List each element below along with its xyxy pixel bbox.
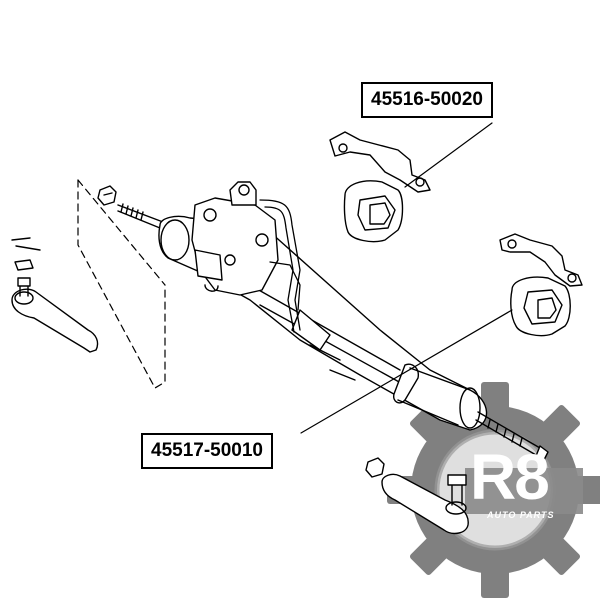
leader-line-upper <box>404 122 493 188</box>
upper-clamp-bracket <box>329 131 431 193</box>
logo-tagline: AUTO PARTS <box>487 510 555 520</box>
part-number-label-lower: 45517-50010 <box>141 433 273 469</box>
inner-nut-icon <box>97 185 117 206</box>
left-tie-rod-end <box>11 237 99 353</box>
right-tie-rod-end <box>381 473 469 535</box>
lower-clamp-bracket <box>499 233 583 287</box>
valve-body <box>191 181 279 296</box>
hydraulic-lines <box>259 199 301 333</box>
leader-line-lower <box>300 309 513 434</box>
threaded-rod <box>117 203 164 229</box>
upper-bushing <box>343 180 404 243</box>
lower-bushing <box>510 276 571 337</box>
bellows-boot <box>392 363 481 429</box>
logo-mark: R8 <box>470 441 550 513</box>
dashed-assembly-frame <box>77 179 166 389</box>
part-number-label-upper: 45516-50020 <box>361 82 493 118</box>
outer-nut-icon <box>365 457 385 478</box>
right-tie-rod <box>475 411 549 461</box>
